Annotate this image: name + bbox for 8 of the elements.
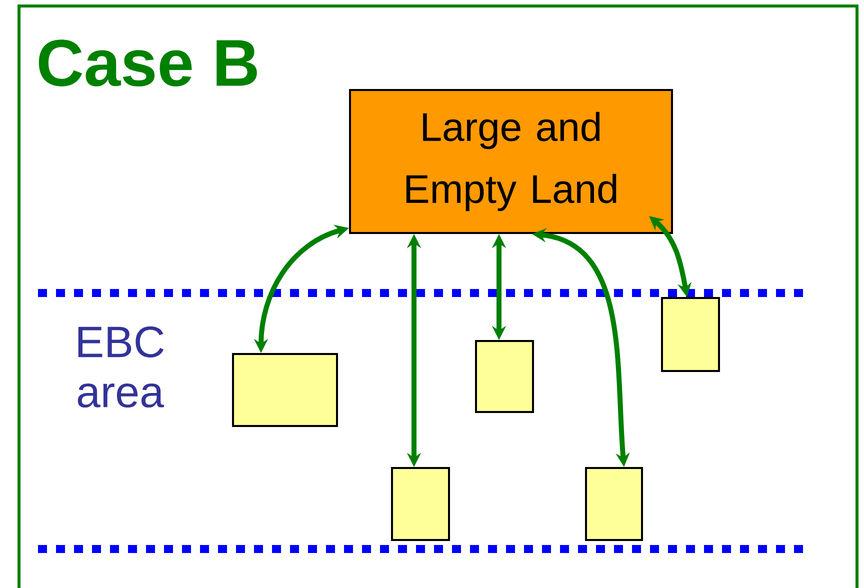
land-box: Large and Empty Land bbox=[349, 88, 673, 234]
area-label: EBC area bbox=[78, 326, 164, 408]
plot-box bbox=[232, 352, 338, 427]
plot-box bbox=[585, 466, 643, 541]
plot-box bbox=[391, 466, 450, 541]
title: Case B bbox=[38, 40, 257, 86]
plot-box bbox=[475, 340, 534, 413]
plot-box bbox=[661, 296, 720, 372]
